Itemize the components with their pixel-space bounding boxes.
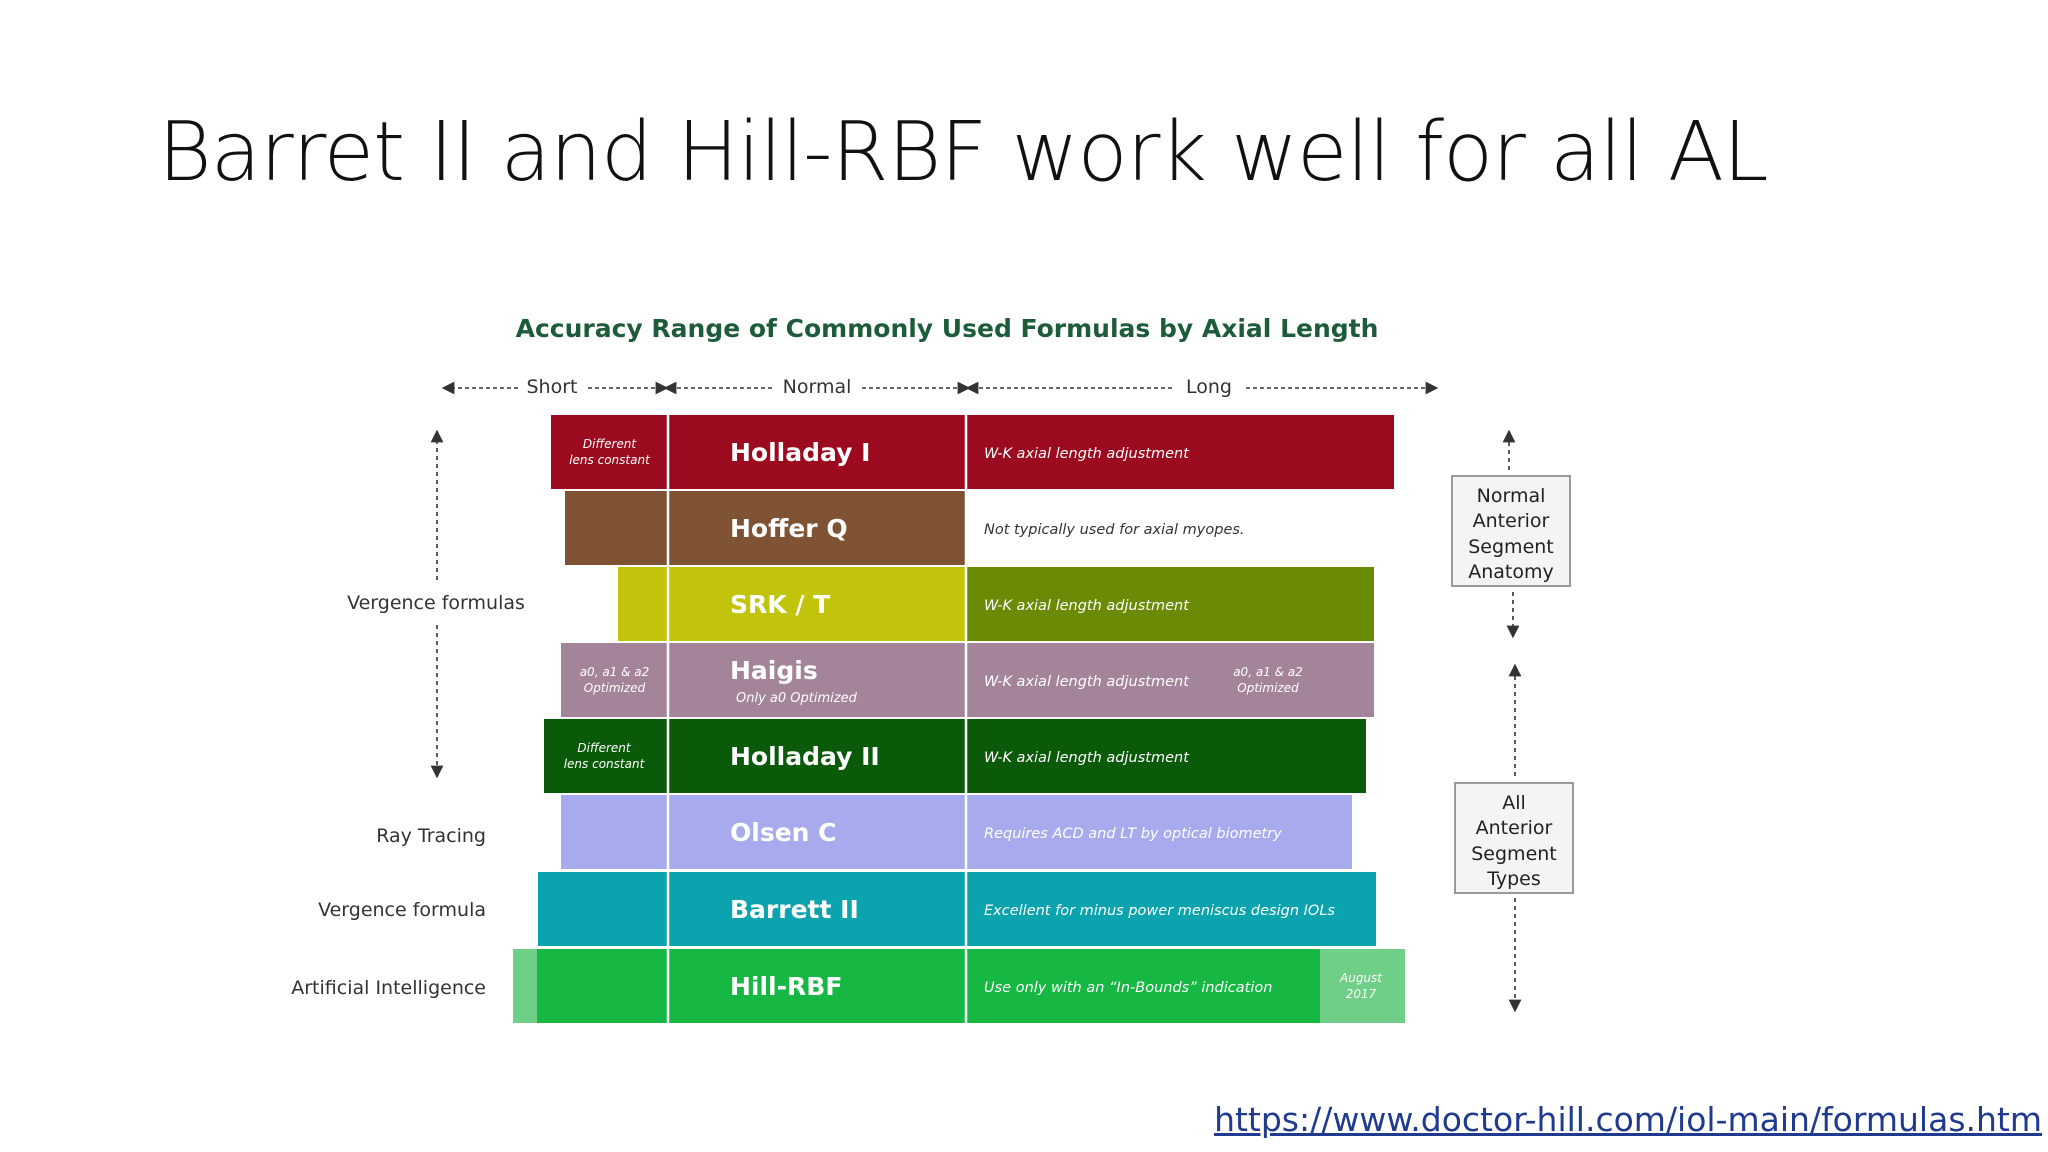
normal-anatomy-box xyxy=(1451,475,1571,587)
haigis-long-note: W-K axial length adjustment xyxy=(984,674,1190,690)
range-short-label: Short xyxy=(527,376,578,398)
holladay-ii-short-note-1: Different xyxy=(577,741,632,755)
barrett-ii-name: Barrett II xyxy=(730,895,859,924)
axial-length-ranges: Short Normal Long xyxy=(441,376,1439,398)
holladay-i-name: Holladay I xyxy=(730,438,870,467)
hill-rbf-right-edge xyxy=(1320,949,1405,1023)
group-label-artificial-intelligence: Artificial Intelligence xyxy=(291,977,486,999)
all-anatomy-box xyxy=(1454,782,1574,894)
haigis-short-segment xyxy=(561,643,668,717)
all-anatomy-line-1: All xyxy=(1502,792,1526,814)
holladay-i-long-note: W-K axial length adjustment xyxy=(984,446,1190,462)
hill-rbf-short-segment xyxy=(513,949,668,1023)
formula-row-srk-t: SRK / T W-K axial length adjustment xyxy=(618,567,1374,641)
holladay-ii-long-note: W-K axial length adjustment xyxy=(984,750,1190,766)
side-groups: Vergence formulas Ray Tracing Vergence f… xyxy=(291,429,525,999)
formula-row-holladay-i: Holladay I Different lens constant W-K axia… xyxy=(551,415,1394,489)
range-long-label: Long xyxy=(1186,376,1232,398)
hill-rbf-long-note: Use only with an “In-Bounds” indication xyxy=(984,980,1272,996)
srk-t-long-note: W-K axial length adjustment xyxy=(984,598,1190,614)
all-anatomy-line-4: Types xyxy=(1486,868,1541,890)
haigis-normal-segment xyxy=(668,643,966,717)
holladay-ii-short-note-2: lens constant xyxy=(564,757,646,771)
srk-t-long-segment xyxy=(966,567,1374,641)
barrett-ii-long-note: Excellent for minus power meniscus desig… xyxy=(984,903,1335,919)
diagram-title: Accuracy Range of Commonly Used Formulas… xyxy=(516,314,1379,343)
hill-rbf-normal-segment xyxy=(668,949,966,1023)
haigis-short-note-2: Optimized xyxy=(584,681,646,695)
haigis-sub-note: Only a0 Optimized xyxy=(736,691,858,706)
group-label-ray-tracing: Ray Tracing xyxy=(376,825,486,847)
group-label-vergence-formulas: Vergence formulas xyxy=(347,592,525,614)
hoffer-q-name: Hoffer Q xyxy=(730,514,848,543)
hill-rbf-name: Hill-RBF xyxy=(730,972,842,1001)
haigis-name: Haigis xyxy=(730,656,818,685)
holladay-i-short-note-2: lens constant xyxy=(569,453,651,467)
haigis-long-segment xyxy=(966,643,1374,717)
all-anatomy-line-2: Anterior xyxy=(1476,817,1553,839)
hoffer-q-long-note: Not typically used for axial myopes. xyxy=(984,522,1245,538)
hoffer-q-short-segment xyxy=(565,491,668,565)
olsen-c-long-note: Requires ACD and LT by optical biometry xyxy=(984,826,1282,842)
all-anatomy-line-3: Segment xyxy=(1471,843,1557,865)
haigis-right-note-2: Optimized xyxy=(1237,681,1299,695)
barrett-ii-normal-segment xyxy=(668,872,966,946)
hill-rbf-right-note-1: August xyxy=(1339,971,1383,985)
normal-anatomy-line-1: Normal xyxy=(1477,485,1546,507)
holladay-i-normal-segment xyxy=(668,415,966,489)
source-link[interactable]: https://www.doctor-hill.com/iol-main/for… xyxy=(1214,1100,2042,1139)
holladay-ii-short-segment xyxy=(544,719,668,793)
formula-row-hill-rbf: Hill-RBF Use only with an “In-Bounds” ind… xyxy=(513,949,1405,1023)
normal-anatomy-line-4: Anatomy xyxy=(1468,561,1554,583)
haigis-right-note-1: a0, a1 & a2 xyxy=(1233,665,1303,679)
normal-anatomy-line-3: Segment xyxy=(1468,536,1554,558)
srk-t-normal-segment xyxy=(668,567,966,641)
holladay-ii-normal-segment xyxy=(668,719,966,793)
range-normal-label: Normal xyxy=(783,376,852,398)
slide-title: Barret II and Hill-RBF work well for all… xyxy=(158,105,1769,200)
normal-anatomy-line-2: Anterior xyxy=(1473,510,1550,532)
barrett-ii-short-segment xyxy=(538,872,668,946)
olsen-c-long-segment xyxy=(966,795,1352,869)
holladay-i-short-note-1: Different xyxy=(583,437,638,451)
hill-rbf-left-edge xyxy=(513,949,537,1023)
srk-t-short-segment xyxy=(618,567,668,641)
haigis-short-note-1: a0, a1 & a2 xyxy=(580,665,650,679)
formula-row-barrett-ii: Barrett II Excellent for minus power meni… xyxy=(538,872,1376,946)
holladay-i-long-segment xyxy=(966,415,1394,489)
holladay-ii-long-segment xyxy=(966,719,1366,793)
olsen-c-short-segment xyxy=(561,795,668,869)
barrett-ii-long-segment xyxy=(966,872,1376,946)
olsen-c-name: Olsen C xyxy=(730,818,837,847)
holladay-ii-name: Holladay II xyxy=(730,742,880,771)
hoffer-q-normal-segment xyxy=(668,491,966,565)
olsen-c-normal-segment xyxy=(668,795,966,869)
formula-row-hoffer-q: Hoffer Q Not typically used for axial myo… xyxy=(565,491,1245,565)
anatomy-legend: Normal Anterior Segment Anatomy All Ante… xyxy=(1451,429,1574,1013)
group-label-vergence-formula: Vergence formula xyxy=(318,899,486,921)
holladay-i-short-segment xyxy=(551,415,668,489)
formula-row-olsen-c: Olsen C Requires ACD and LT by optical bi… xyxy=(561,795,1352,869)
srk-t-name: SRK / T xyxy=(730,590,830,619)
formula-row-holladay-ii: Holladay II Different lens constant W-K axi… xyxy=(544,719,1366,793)
hill-rbf-right-note-2: 2017 xyxy=(1346,987,1377,1001)
